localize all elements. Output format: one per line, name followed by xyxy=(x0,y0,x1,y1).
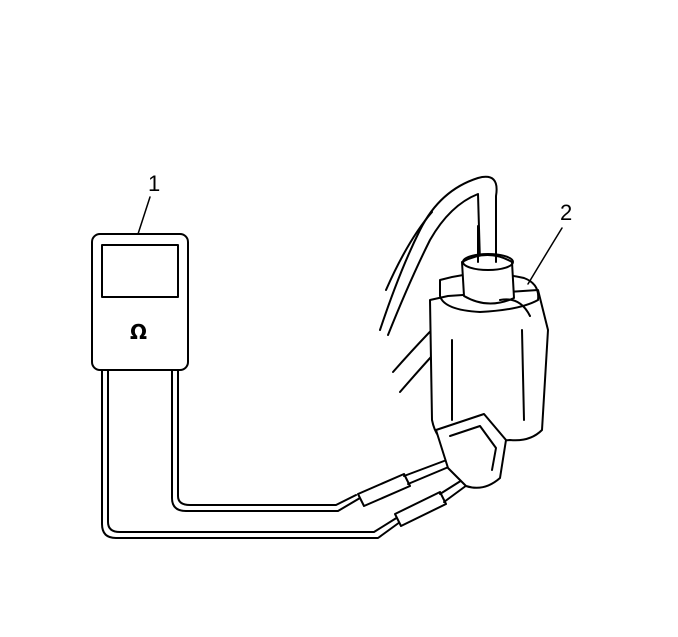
callout-1-label: 1 xyxy=(148,171,161,196)
solenoid-valve-icon xyxy=(429,225,549,489)
callout-2-leader xyxy=(527,227,563,285)
callout-1-leader xyxy=(137,196,151,235)
test-lead-icon xyxy=(101,369,483,539)
callout-2-label: 2 xyxy=(560,200,573,225)
ohmmeter-icon xyxy=(91,233,189,371)
ohm-symbol: Ω xyxy=(130,320,148,344)
